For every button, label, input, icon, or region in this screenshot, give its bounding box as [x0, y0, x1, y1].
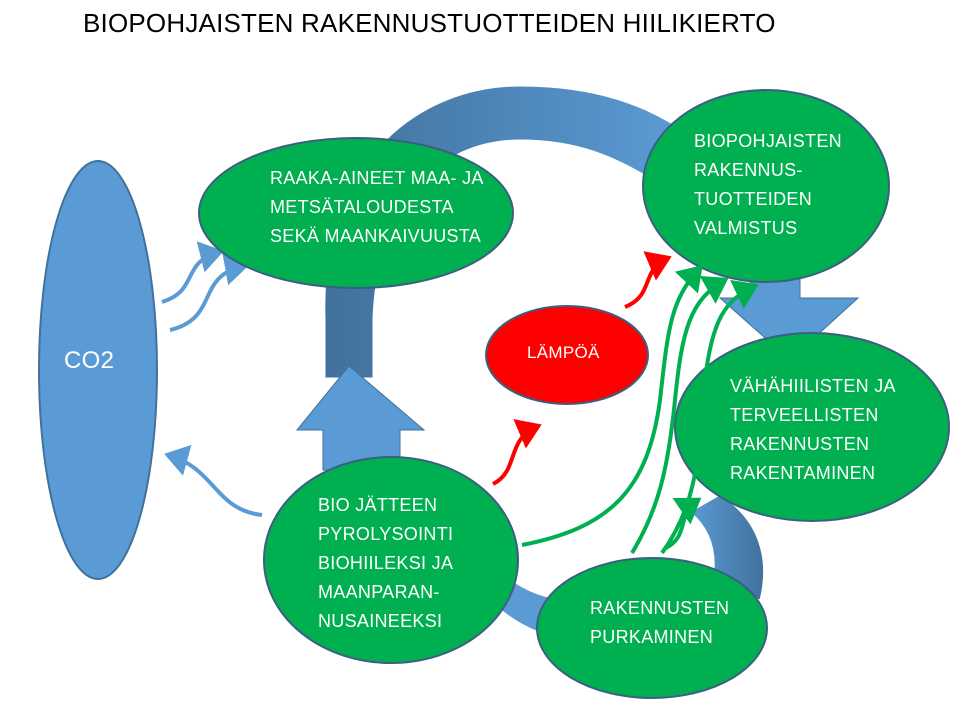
raw-materials-label: RAAKA-AINEET MAA- JA METSÄTALOUDESTA SEK… [270, 164, 484, 251]
pyrolysis-line: BIO JÄTTEEN [318, 495, 438, 515]
heat-to-manufacturing-arrow [624, 251, 672, 309]
construction-line: RAKENNUSTEN [730, 434, 870, 454]
co2-label: CO2 [64, 347, 115, 374]
demolition-line: PURKAMINEN [590, 627, 714, 647]
diagram-title: BIOPOHJAISTEN RAKENNUSTUOTTEIDEN HIILIKI… [83, 8, 776, 38]
construction-line: RAKENTAMINEN [730, 463, 876, 483]
raw-materials-line: METSÄTALOUDESTA [270, 197, 454, 217]
demolition-label: RAKENNUSTEN PURKAMINEN [590, 594, 729, 652]
demolition-line: RAKENNUSTEN [590, 598, 730, 618]
manufacturing-line: VALMISTUS [694, 218, 798, 238]
raw-materials-ellipse [198, 137, 514, 289]
construction-label: VÄHÄHIILISTEN JA TERVEELLISTEN RAKENNUST… [730, 372, 896, 488]
manufacturing-line: TUOTTEIDEN [694, 189, 812, 209]
pyrolysis-line: MAANPARAN- [318, 582, 440, 602]
pyrolysis-line: BIOHIILEKSI JA [318, 553, 454, 573]
heat-ellipse [485, 305, 649, 405]
cycle-band-bottom [689, 494, 765, 601]
manufacturing-line: RAKENNUS- [694, 160, 803, 180]
raw-materials-line: RAAKA-AINEET MAA- JA [270, 168, 484, 188]
construction-line: TERVEELLISTEN [730, 405, 879, 425]
raw-materials-line: SEKÄ MAANKAIVUUSTA [270, 226, 482, 246]
manufacturing-line: BIOPOHJAISTEN [694, 131, 842, 151]
co2-to-raw-arrow-2 [169, 253, 249, 332]
pyrolysis-ellipse [263, 456, 519, 664]
heat-label: LÄMPÖÄ [527, 343, 600, 362]
construction-ellipse [674, 332, 950, 522]
co2-to-raw-arrow-1 [161, 241, 224, 304]
pyro-to-heat-arrow [491, 419, 542, 486]
pyro-to-manufacturing-arrow [521, 265, 703, 547]
pyrolysis-line: PYROLYSOINTI [318, 524, 454, 544]
co2-ellipse [38, 160, 158, 580]
demolition-to-manufacturing-arrow-1 [630, 276, 729, 555]
manufacturing-ellipse [642, 89, 890, 283]
cycle-arrow-up [295, 365, 426, 471]
manufacturing-label: BIOPOHJAISTEN RAKENNUS- TUOTTEIDEN VALMI… [694, 127, 842, 243]
pyrolysis-line: NUSAINEEKSI [318, 611, 443, 631]
demolition-to-construction-arrow [664, 497, 702, 550]
demolition-ellipse [536, 557, 768, 699]
pyrolysis-label: BIO JÄTTEEN PYROLYSOINTI BIOHIILEKSI JA … [318, 491, 453, 636]
construction-line: VÄHÄHIILISTEN JA [730, 376, 896, 396]
pyro-to-co2-arrow [164, 444, 263, 517]
